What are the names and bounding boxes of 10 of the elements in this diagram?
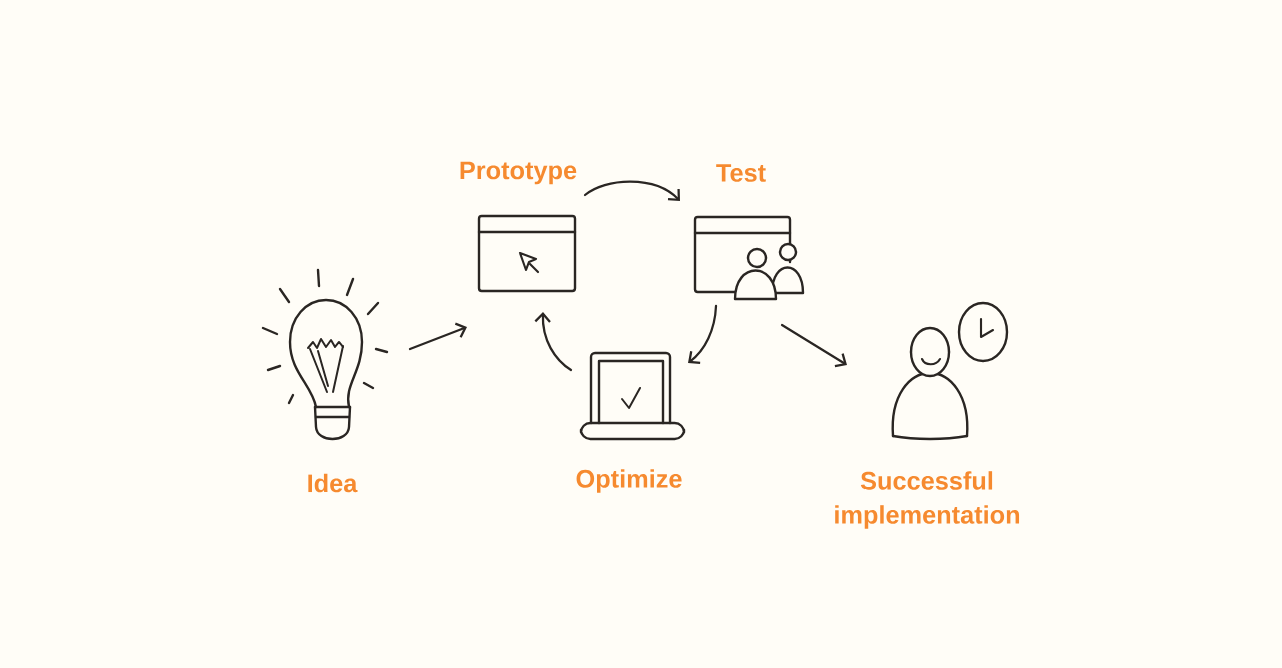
step-label: Idea — [308, 473, 358, 493]
arrow — [780, 323, 847, 368]
arrow — [408, 322, 467, 351]
curved-arrow — [583, 180, 680, 201]
step-label: Successful implementation — [835, 471, 1020, 529]
step-label: Prototype — [460, 161, 577, 185]
step-label: Test — [716, 164, 766, 182]
curved-arrow — [688, 304, 718, 365]
curved-arrow — [534, 312, 573, 372]
step-label: Optimize — [576, 469, 682, 493]
